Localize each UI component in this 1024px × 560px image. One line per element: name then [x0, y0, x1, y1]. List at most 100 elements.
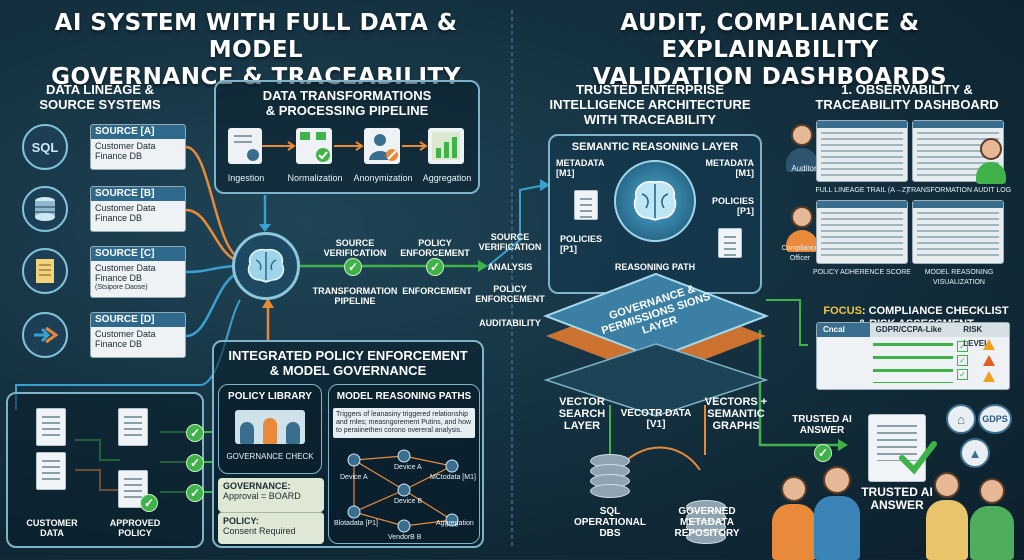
trusted-answer-small-label: TRUSTED AI ANSWER [792, 414, 852, 436]
source-line: Customer Data [95, 329, 156, 339]
document-icon [22, 248, 68, 294]
metadata-repo-label: GOVERNED METADATA REPOSITORY [674, 506, 740, 539]
warning-icon [983, 339, 995, 350]
reasoning-node-label: Device A [394, 464, 422, 471]
policy-library-panel: POLICY LIBRARY GOVERNANCE CHECK [218, 384, 322, 474]
checkbox-icon[interactable]: ✓ [957, 355, 968, 366]
trusted-answer-big-label: TRUSTED AI ANSWER [861, 485, 933, 512]
compliance-checklist[interactable]: Cncal GDPR/CCPA-Like RISK LEVEL ✓ ✓ ✓ [816, 322, 1010, 390]
middle-label-analysis: ANALYSIS [487, 262, 533, 272]
check-icon: ✓ [426, 258, 444, 276]
pipeline-step-label: Ingestion [227, 173, 265, 183]
vector-data-label: VECOTR DATA [V1] [620, 408, 692, 430]
governance-value: Approval = BOARD [223, 491, 301, 501]
person-avatar [814, 466, 860, 560]
pipeline-step-label: Aggregation [422, 173, 472, 183]
reasoning-node-label: VendorB B [388, 534, 422, 541]
semantic-layer-title: SEMANTIC REASONING LAYER [571, 141, 739, 153]
normalization-icon [296, 128, 332, 164]
lineage-dashboard-card[interactable] [816, 120, 908, 182]
source-line: Customer Data [95, 263, 156, 273]
brain-icon [232, 232, 300, 300]
document-icon [118, 408, 148, 446]
gdps-badge: GDPS [978, 404, 1012, 434]
source-line: Finance DB [95, 213, 143, 223]
trusted-answer-document-icon [868, 414, 926, 482]
vector-layer [543, 343, 769, 417]
check-icon: ✓ [186, 484, 204, 502]
flow-label-transformation-pipeline: TRANSFORMATION PIPELINE [312, 286, 398, 306]
source-name: SOURCE [A] [91, 125, 185, 139]
policies-left-label: POLICIES [P1] [560, 234, 603, 254]
sql-db-label: SQL OPERATIONAL DBs [573, 506, 647, 539]
source-name: SOURCE [D] [91, 313, 185, 327]
checklist-rows [873, 343, 953, 383]
model-viz-card[interactable] [912, 200, 1004, 264]
adherence-dashboard-card[interactable] [816, 200, 908, 264]
reasoning-node-label: Blotadata [P1] [334, 520, 378, 527]
reasoning-node-label: Aggregation [436, 520, 474, 527]
checklist-tab[interactable]: Cncal [817, 323, 870, 337]
check-icon: ✓ [186, 454, 204, 472]
pipeline-arrows [262, 141, 428, 151]
warning-icon [983, 371, 995, 382]
adherence-label: POLICY ADHERENCE SCORE [813, 269, 911, 276]
source-line: Finance DB [95, 273, 143, 283]
left-title: AI SYSTEM WITH FULL DATA & MODEL GOVERNA… [51, 10, 461, 90]
flow-label-policy-enforcement: POLICY ENFORCEMENT [400, 238, 470, 258]
policy-header: INTEGRATED POLICY ENFORCEMENT & MODEL GO… [228, 348, 468, 378]
middle-label-auditability: AUDITABILITY [479, 318, 541, 328]
policy-value: Consent Required [223, 526, 296, 536]
source-line: Customer Data [95, 203, 156, 213]
middle-label-policy-enforcement: POLICY ENFORCEMENT [475, 284, 545, 304]
lineage-trail-label: FULL LINEAGE TRAIL (A→Z) [815, 187, 909, 194]
reasoning-paths-text: Triggers of leanasiny triggered relation… [333, 408, 475, 438]
reasoning-node-label: MCtodata [M1] [430, 474, 476, 481]
reasoning-node-label: Device A [340, 474, 368, 481]
brain-icon [614, 160, 696, 242]
metadata-doc-icon [574, 190, 598, 220]
reasoning-paths-title: MODEL REASONING PATHS [336, 391, 472, 402]
source-name: SOURCE [B] [91, 187, 185, 201]
checklist-column-header: RISK LEVEL [963, 325, 989, 348]
audit-log-label: TRANSFORMATION AUDIT LOG [906, 187, 1012, 194]
customer-data-label: CUSTOMER DATA [26, 518, 78, 538]
dashboards-header: 1. OBSERVABILITY & TRACEABILITY DASHBOAR… [815, 82, 999, 112]
sql-database-icon [590, 454, 630, 500]
check-icon: ✓ [140, 494, 158, 512]
source-line: Finance DB [95, 339, 143, 349]
checkbox-icon[interactable]: ✓ [957, 341, 968, 352]
database-icon [22, 186, 68, 232]
metadata-database-icon [686, 500, 726, 546]
anonymization-icon [364, 128, 400, 164]
checkbox-icon[interactable]: ✓ [957, 369, 968, 380]
compliance-officer-avatar [786, 206, 818, 252]
pipeline-step-label: Anonymization [353, 173, 413, 183]
governance-box: GOVERNANCE: Approval = BOARD [218, 478, 324, 512]
middle-label-source-verification: SOURCE VERIFICATION [478, 232, 542, 252]
flow-label-source-verification: SOURCE VERIFICATION [323, 238, 387, 258]
policy-library-title: POLICY LIBRARY [228, 391, 312, 402]
person-avatar [772, 476, 816, 560]
governance-label: GOVERNANCE: [223, 481, 291, 491]
api-icon [22, 312, 68, 358]
compliance-officer-label: Compliance Officer [781, 245, 819, 262]
auditor-label: Auditor [791, 164, 817, 173]
aggregation-icon [428, 128, 464, 164]
source-name: SOURCE [C] [91, 247, 185, 261]
metadata-right-label: METADATA [M1] [705, 158, 755, 178]
analyst-avatar [976, 138, 1006, 184]
policy-label: POLICY: [223, 516, 259, 526]
ingestion-icon [228, 128, 262, 164]
source-line: Finance DB [95, 151, 143, 161]
pipeline-header: DATA TRANSFORMATIONS & PROCESSING PIPELI… [262, 88, 432, 118]
vector-search-label: VECTOR SEARCH LAYER [558, 396, 606, 432]
policies-right-label: POLICIES [P1] [711, 196, 754, 216]
check-icon: ✓ [344, 258, 362, 276]
reasoning-path-label: REASONING PATH [614, 262, 696, 272]
check-icon: ✓ [814, 444, 832, 462]
